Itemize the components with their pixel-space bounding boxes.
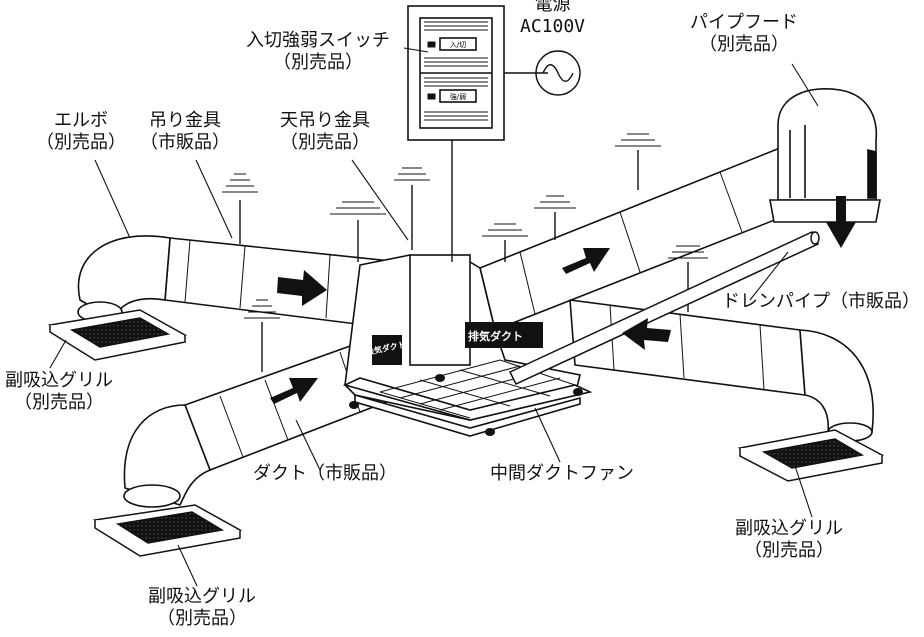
pipe-hood-label: パイプフード （別売品） [690, 12, 798, 56]
grille-bottom-label-line1: 副吸込グリル [148, 586, 256, 607]
flow-arrow-right-lower [622, 318, 671, 350]
grille-right-label-line1: 副吸込グリル [735, 518, 843, 539]
switch-box [407, 5, 505, 141]
hanger-fitting-label-line1: 吊り金具 [149, 110, 221, 131]
power-label-line2: AC100V [520, 16, 586, 37]
duct-label-line1: ダクト（市販品） [253, 463, 397, 484]
grille-left-label: 副吸込グリル （別売品） [5, 370, 113, 414]
grille-bottom [92, 504, 243, 557]
fan-side-label-bg [372, 335, 402, 365]
ac-power-symbol [535, 50, 581, 96]
ceiling-hanger-label: 天吊り金具 （別売品） [280, 110, 370, 154]
drain-pipe-label: ドレンパイプ（市販品） [722, 291, 920, 313]
flow-arrows [270, 196, 856, 404]
ceiling-hanger-label-line1: 天吊り金具 [280, 110, 370, 131]
switch-bottom-button-label: 強/弱 [450, 93, 466, 101]
pipe-hood-label-line1: パイプフード [690, 12, 798, 33]
hanger-fitting-label: 吊り金具 （市販品） [140, 110, 230, 154]
fan-exhaust-label-bg [465, 322, 543, 348]
fan-label: 中間ダクトファン [490, 463, 634, 485]
switch-label-line1: 入切強弱スイッチ [246, 30, 390, 51]
switch-top-button-label: 入/切 [450, 41, 466, 49]
pipe-hood [769, 88, 881, 223]
power-label: 電源 AC100V [520, 0, 585, 38]
flow-arrow-right-upper [562, 248, 610, 274]
grille-bottom-label: 副吸込グリル （別売品） [148, 586, 256, 630]
fan-label-line1: 中間ダクトファン [490, 463, 634, 484]
grille-bottom-label-line2: （別売品） [157, 608, 247, 629]
fan-exhaust-duct-label: 排気ダクト [468, 330, 523, 343]
elbow-label: エルボ （別売品） [36, 110, 126, 154]
flow-arrow-left-upper [277, 270, 327, 306]
duct-right-lower [569, 299, 806, 396]
duct-label: ダクト（市販品） [253, 463, 397, 485]
flow-arrow-hood-down [826, 196, 856, 248]
grille-left-label-line1: 副吸込グリル [5, 370, 113, 391]
grille-right-label-line2: （別売品） [744, 540, 834, 561]
drain-pipe-label-line1: ドレンパイプ（市販品） [722, 291, 920, 312]
elbow-lower-left [123, 404, 211, 506]
elbow-right [799, 329, 874, 433]
grille-right [737, 429, 885, 482]
ceiling-hanger-label-line2: （別売品） [280, 132, 370, 153]
hanger-fitting-label-line2: （市販品） [140, 132, 230, 153]
grille-left [47, 309, 188, 361]
grille-right-label: 副吸込グリル （別売品） [735, 518, 843, 562]
elbow-label-line2: （別売品） [36, 132, 126, 153]
drain-pipe [508, 231, 820, 385]
pipe-hood-label-line2: （別売品） [699, 34, 789, 55]
switch-label: 入切強弱スイッチ （別売品） [246, 30, 390, 74]
switch-label-line2: （別売品） [273, 52, 363, 73]
power-label-line1: 電源 [534, 0, 571, 15]
elbow-label-line1: エルボ [54, 110, 108, 131]
flow-arrow-left-lower [270, 378, 318, 404]
grille-left-label-line2: （別売品） [14, 392, 104, 413]
